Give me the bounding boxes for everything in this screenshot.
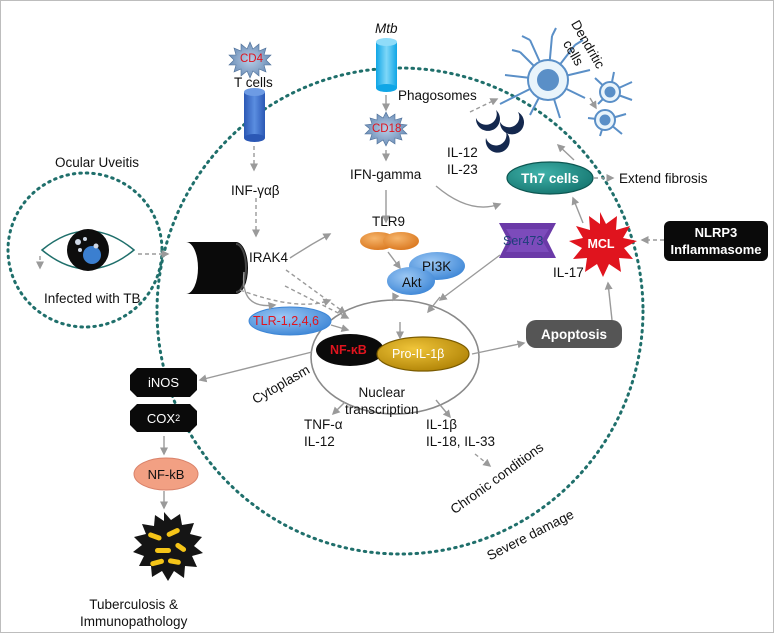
- ifn-gamma-label: IFN-gamma: [350, 167, 422, 182]
- nfkb-bottom-shape: [133, 457, 199, 491]
- cox2-octagon: [130, 404, 197, 432]
- bacilli-icons: [148, 528, 187, 567]
- phagosomes-label: Phagosomes: [398, 88, 477, 103]
- inos-label: iNOS: [147, 375, 180, 390]
- mcl-starburst-icon: [569, 212, 637, 277]
- dendritic-cells-icon: [499, 27, 633, 137]
- akt-label: Akt: [402, 275, 422, 290]
- nlrp3-inflammasome-box: NLRP3 Inflammasome: [664, 221, 768, 261]
- cox2-subscript: 2: [175, 413, 181, 423]
- t-cells-label: T cells: [234, 75, 273, 90]
- tlr9-label: TLR9: [372, 214, 406, 229]
- nfkb-bottom-label: NF-kB: [147, 466, 185, 482]
- nfkb-shape: [316, 334, 384, 366]
- irak4-receptor-icon: [186, 242, 248, 294]
- tuberculosis-spiky-icon: [133, 512, 203, 581]
- pro-il1b-shape: [376, 336, 470, 372]
- tlr9-right-shape: [383, 232, 419, 250]
- pi3k-label: PI3K: [422, 259, 452, 274]
- mcl-label: MCL: [587, 237, 615, 251]
- apoptosis-box: Apoptosis: [526, 320, 622, 348]
- pro-il1b-label: Pro-IL-1β: [392, 347, 445, 361]
- il1b-il18-il33-label: IL-1β IL-18, IL-33: [426, 417, 496, 449]
- th7-shape: [506, 161, 594, 195]
- eye-icon: [40, 229, 136, 271]
- tuberculosis-immunopathology-label: Tuberculosis & Immunopathology: [80, 597, 188, 629]
- cd18-star-icon: [364, 111, 408, 147]
- inos-octagon: [130, 368, 197, 397]
- cd4-star-icon: [228, 41, 272, 79]
- nuclear-transcription-label: Nuclear transcription: [345, 385, 419, 417]
- ocular-uveitis-label: Ocular Uveitis: [55, 155, 140, 170]
- irak4-label: IRAK4: [249, 250, 289, 265]
- tnf-il12-label: TNF-α IL-12: [304, 417, 343, 449]
- il17-label: IL-17: [553, 265, 584, 280]
- cd18-label: CD18: [372, 123, 402, 135]
- inf-gab-label: INF-γαβ: [231, 183, 280, 198]
- cox2-label: COX: [146, 410, 176, 426]
- tlr-1246-shape: [248, 306, 332, 336]
- mtb-cylinder-icon: [376, 38, 397, 92]
- cd4-label: CD4: [240, 53, 264, 65]
- mtb-label: Mtb: [375, 21, 398, 36]
- il12-il23-crescent-icons: [475, 110, 524, 153]
- ser473-label: Ser473: [503, 234, 544, 248]
- t-cell-cylinder-icon: [244, 88, 265, 142]
- th7-cells-label: Th7 cells: [521, 170, 579, 186]
- il12-il23-label: IL-12 IL-23: [447, 145, 478, 177]
- extend-fibrosis-label: Extend fibrosis: [619, 171, 708, 186]
- infected-tb-label: Infected with TB: [44, 291, 141, 306]
- cell-membrane-circle: [155, 66, 645, 556]
- tlr-1246-label: TLR-1,2,4,6: [253, 314, 320, 328]
- akt-shape: [387, 267, 435, 295]
- nfkb-label: NF-κB: [330, 343, 367, 357]
